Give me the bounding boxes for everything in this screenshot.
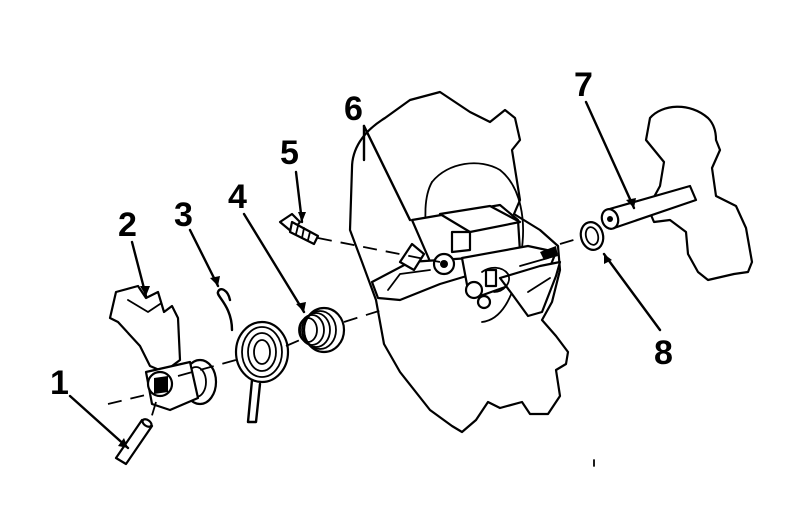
screw bbox=[278, 212, 320, 246]
torsion-spring bbox=[216, 288, 290, 424]
bracket-assembly bbox=[370, 203, 562, 318]
callout-4: 4 bbox=[228, 178, 247, 216]
ring-washer bbox=[579, 221, 605, 251]
pin-and-plate bbox=[600, 105, 754, 282]
assembly-axis-lines bbox=[107, 237, 581, 423]
callout-6: 6 bbox=[344, 90, 363, 128]
callout-2: 2 bbox=[118, 206, 137, 244]
callout-3: 3 bbox=[174, 196, 193, 234]
leader-lines bbox=[68, 100, 662, 450]
callout-labels: 1 2 3 4 5 6 7 8 bbox=[50, 66, 673, 402]
spring bbox=[298, 306, 346, 354]
lever-bracket bbox=[108, 284, 218, 412]
roll-pin bbox=[114, 418, 154, 466]
callout-7: 7 bbox=[574, 66, 593, 104]
callout-1: 1 bbox=[50, 364, 69, 402]
callout-5: 5 bbox=[280, 134, 299, 172]
callout-8: 8 bbox=[654, 334, 673, 372]
